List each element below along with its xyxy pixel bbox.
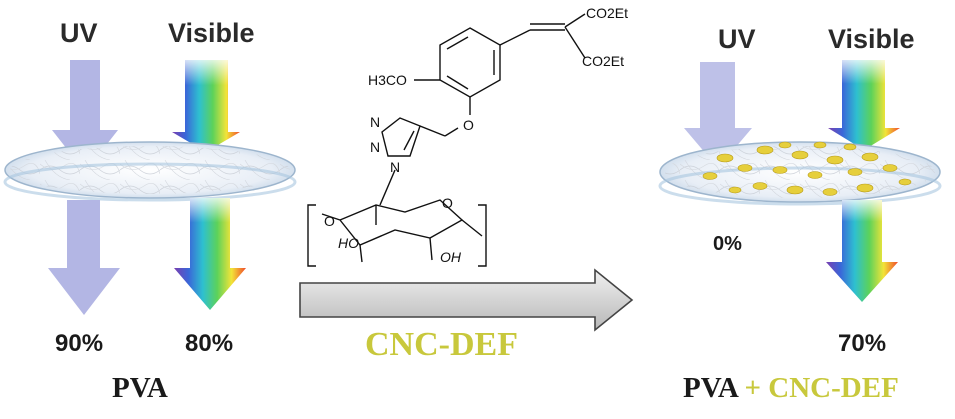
visible-arrow-in <box>172 60 240 152</box>
sugar-o-ring-text: O <box>442 195 453 211</box>
right-title-pva: PVA <box>683 372 738 404</box>
cnc-def-particles <box>702 141 912 196</box>
triazole-n3-text: N <box>390 159 400 175</box>
left-visible-percent: 80% <box>185 330 234 357</box>
right-title-cnc-def: CNC-DEF <box>768 372 899 404</box>
right-uv-percent: 0% <box>713 233 742 255</box>
oh-text: OH <box>440 249 462 265</box>
process-arrow <box>299 268 634 332</box>
left-title: PVA <box>112 372 168 404</box>
right-visible-percent: 70% <box>838 330 887 357</box>
left-visible-label: Visible <box>168 18 255 48</box>
arrow-label: CNC-DEF <box>365 326 518 363</box>
left-panel <box>3 60 297 315</box>
right-title: PVA + CNC-DEF <box>683 372 899 405</box>
visible-arrow-out <box>174 198 246 310</box>
structure-labels: CO2Et CO2Et H3CO O N N N O O HO OH <box>324 5 628 265</box>
ether-o-text: O <box>463 117 474 133</box>
sugar-o-left-text: O <box>324 213 335 229</box>
visible-arrow-out-right <box>826 200 898 302</box>
visible-arrow-in-right <box>828 60 900 150</box>
co2et-bottom-text: CO2Et <box>582 53 624 69</box>
cnc-def-structure <box>307 13 586 267</box>
right-visible-label: Visible <box>828 24 915 54</box>
left-uv-percent: 90% <box>55 330 104 357</box>
methoxy-text: H3CO <box>368 72 407 88</box>
triazole-n2-text: N <box>370 139 380 155</box>
right-uv-label: UV <box>718 24 756 54</box>
uv-arrow-blocked <box>684 62 752 168</box>
uv-arrow-out <box>48 200 120 315</box>
triazole-n1-text: N <box>370 114 380 130</box>
ho-text: HO <box>338 235 359 251</box>
right-panel <box>658 60 942 302</box>
right-title-plus: + <box>744 372 762 404</box>
left-uv-label: UV <box>60 18 98 48</box>
co2et-top-text: CO2Et <box>586 5 628 21</box>
